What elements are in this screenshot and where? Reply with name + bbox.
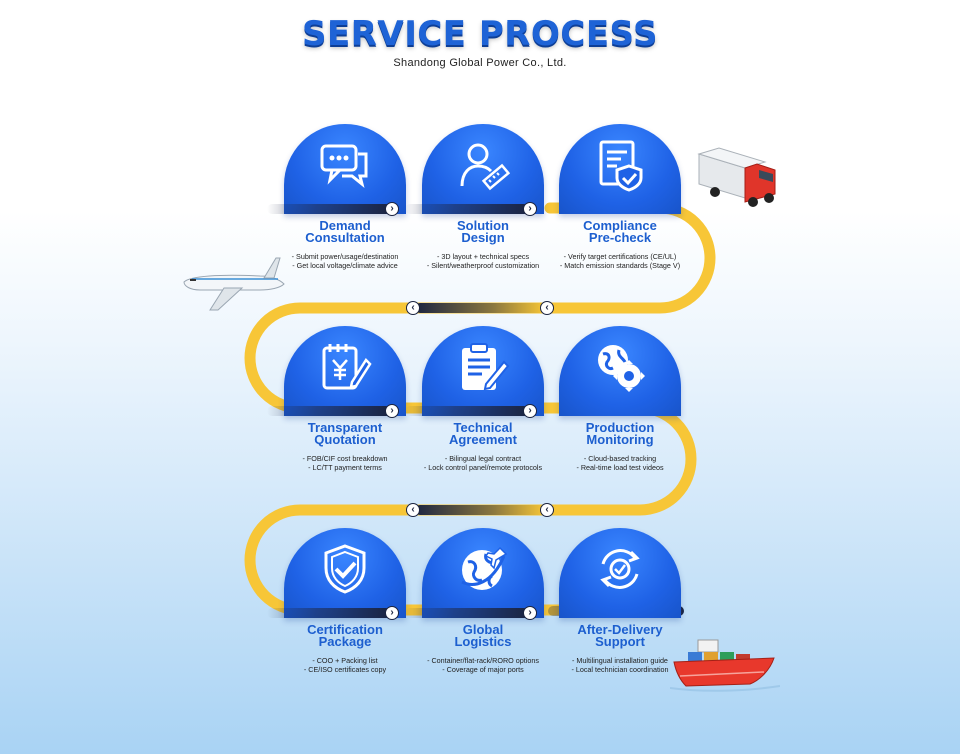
step-desc-line1: - Cloud-based tracking — [583, 454, 657, 463]
step-name-line2: Logistics — [454, 634, 512, 649]
step-desc-line1: - Submit power/usage/destination — [291, 252, 399, 261]
arrow-right-icon: › — [523, 404, 537, 418]
step-name-line1: Technical — [453, 420, 513, 435]
step-name-line1: Certification — [307, 622, 383, 637]
airplane-icon — [183, 257, 285, 311]
step-name-line2: Agreement — [449, 432, 517, 447]
step-desc-line2: - Silent/weatherproof customization — [426, 261, 540, 270]
clipboard-contract-icon — [462, 343, 510, 391]
step-name-line1: Solution — [457, 218, 509, 233]
arrow-left-icon: ‹ — [406, 503, 420, 517]
step-desc-line1: - COO + Packing list — [312, 656, 378, 665]
support-cycle-icon — [600, 549, 640, 589]
arrow-right-icon: › — [385, 404, 399, 418]
engineer-ruler-icon — [460, 143, 510, 191]
arrow-left-icon: ‹ — [540, 301, 554, 315]
step-name-line1: Transparent — [307, 420, 383, 435]
arrow-left-icon: ‹ — [406, 301, 420, 315]
step-name-line2: Package — [318, 634, 372, 649]
step-desc-line1: - Container/flat-rack/RORO options — [427, 656, 539, 665]
step-desc-line2: - CE/ISO certificates copy — [303, 665, 387, 674]
arrow-left-icon: ‹ — [540, 503, 554, 517]
step-name-line2: Consultation — [305, 230, 385, 245]
connector-bar-row1 — [415, 303, 545, 313]
step-desc-line2: - Local technician coordination — [571, 665, 669, 674]
globe-gear-icon — [598, 345, 645, 392]
step-desc-line2: - LC/TT payment terms — [308, 463, 382, 472]
arrow-right-icon: › — [523, 202, 537, 216]
step-desc-line2: - Match emission standards (Stage V) — [559, 261, 681, 270]
step-name-line2: Monitoring — [586, 432, 654, 447]
step-desc-line1: - 3D layout + technical specs — [436, 252, 530, 261]
step-desc-line2: - Coverage of major ports — [442, 665, 524, 674]
step-name-line1: Compliance — [583, 218, 657, 233]
step-desc-line2: - Real-time load test videos — [576, 463, 664, 472]
cargo-ship-icon — [670, 639, 780, 692]
step-desc-line1: - Bilingual legal contract — [444, 454, 522, 463]
truck-icon — [697, 147, 776, 207]
page-title: SERVICE PROCESS — [302, 14, 658, 54]
connector-bar-row2 — [415, 505, 545, 515]
document-shield-icon — [599, 140, 643, 192]
step-desc-line2: - Lock control panel/remote protocols — [423, 463, 543, 472]
arrow-right-icon: › — [385, 606, 399, 620]
shield-check-icon — [324, 544, 366, 594]
arrow-right-icon: › — [523, 606, 537, 620]
step-desc-line1: - FOB/CIF cost breakdown — [302, 454, 388, 463]
step-name-line1: Global — [462, 622, 504, 637]
arrow-right-icon: › — [385, 202, 399, 216]
quotation-yen-icon — [322, 344, 372, 390]
globe-plane-icon — [461, 546, 508, 590]
step-name-line1: After-Delivery — [577, 622, 663, 637]
step-name-line2: Quotation — [314, 432, 376, 447]
step-desc-line1: - Multilingual installation guide — [572, 656, 668, 665]
step-name-line1: Demand — [319, 218, 371, 233]
step-desc-line2: - Get local voltage/climate advice — [292, 261, 398, 270]
step-name-line2: Support — [595, 634, 645, 649]
step-name-line2: Design — [461, 230, 505, 245]
company-subtitle: Shandong Global Power Co., Ltd. — [393, 57, 567, 69]
step-name-line2: Pre-check — [588, 230, 652, 245]
step-name-line1: Production — [585, 420, 655, 435]
chat-bubbles-icon — [320, 144, 368, 188]
step-desc-line1: - Verify target certifications (CE/UL) — [563, 252, 677, 261]
